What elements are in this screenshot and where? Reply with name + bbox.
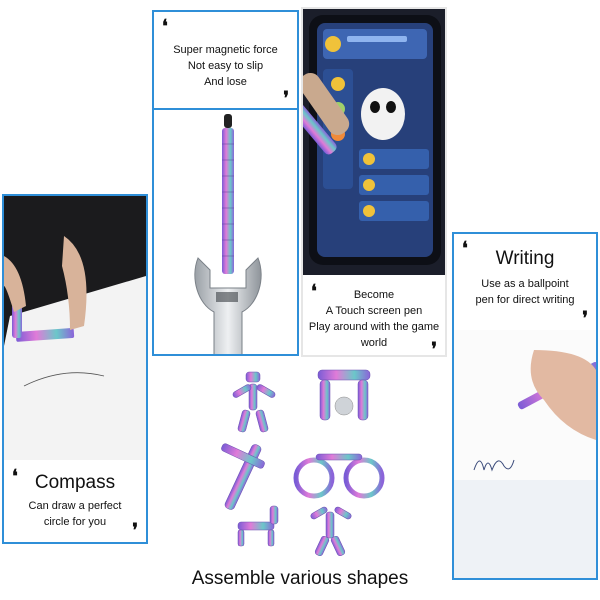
touch-text: Become A Touch screen pen Play around wi… [303, 287, 445, 351]
magnetic-line-3: And lose [204, 76, 247, 88]
close-quote-icon: ❜ [431, 339, 437, 357]
shape-robot [245, 371, 261, 383]
compass-title: Compass [34, 472, 116, 493]
writing-line-1: Use as a ballpoint [481, 278, 569, 290]
writing-line-2: pen for direct writing [475, 294, 575, 306]
writing-illustration [454, 330, 596, 578]
writing-title: Writing [495, 248, 555, 269]
compass-panel: ❛ Compass Can draw a perfect circle for … [2, 194, 148, 544]
close-quote-icon: ❜ [582, 308, 588, 329]
open-quote-icon: ❛ [311, 281, 317, 302]
open-quote-icon: ❛ [462, 238, 468, 259]
magnetic-caption: ❛ Super magnetic force Not easy to slip … [154, 12, 297, 110]
stylus-tip [224, 114, 232, 128]
compass-line-1: Can draw a perfect [28, 500, 122, 512]
compass-line-2: circle for you [43, 516, 107, 528]
close-quote-icon: ❜ [283, 88, 289, 109]
pen-body [222, 128, 234, 274]
assemble-shapes-title: Assemble various shapes [191, 568, 409, 589]
touch-line-2: A Touch screen pen [325, 305, 423, 317]
writing-panel: ❛ Writing Use as a ballpoint pen for dir… [452, 232, 598, 580]
wrench [194, 257, 262, 354]
writing-text: Use as a ballpoint pen for direct writin… [454, 276, 596, 308]
close-quote-icon: ❜ [132, 520, 138, 541]
touch-title: Become [353, 289, 395, 301]
compass-illustration [4, 196, 146, 460]
pen-wrench-illustration [194, 114, 262, 354]
shape-bicycle [293, 457, 335, 499]
assembled-shapes-illustration [221, 369, 385, 557]
magnetic-text: Super magnetic force Not easy to slip An… [154, 42, 297, 90]
shape-dog [237, 521, 275, 531]
magnetic-line-2: Not easy to slip [187, 60, 264, 72]
compass-text: Can draw a perfect circle for you [4, 498, 146, 530]
touch-line-3: Play around with the game [308, 321, 440, 333]
open-quote-icon: ❛ [12, 466, 18, 487]
shape-arch [317, 369, 371, 381]
open-quote-icon: ❛ [162, 16, 168, 37]
touch-line-4: world [360, 337, 388, 349]
game-screen-illustration [303, 9, 445, 275]
wrench-label [216, 292, 238, 302]
touch-screen-panel: ❛ Become A Touch screen pen Play around … [301, 7, 447, 357]
magnetic-line-1: Super magnetic force [173, 44, 278, 56]
magnetic-force-panel: ❛ Super magnetic force Not easy to slip … [152, 10, 299, 356]
shape-dancer [325, 511, 335, 539]
